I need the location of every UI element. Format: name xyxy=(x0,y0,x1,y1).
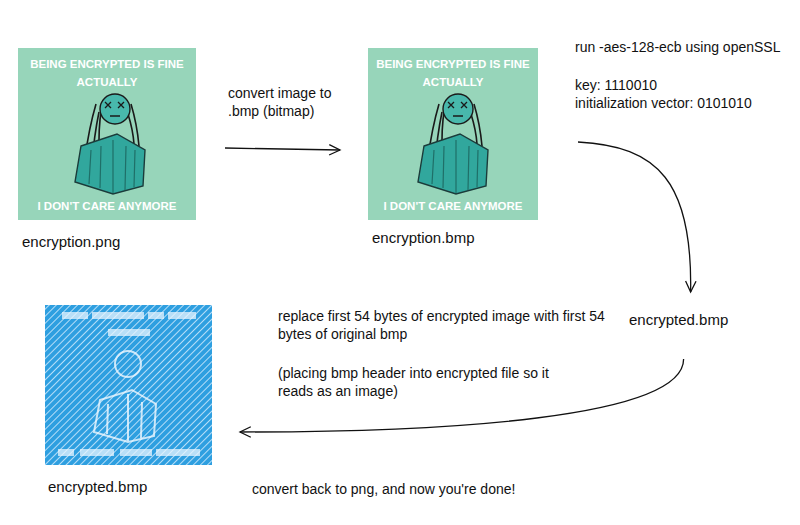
file-label: encrypted.bmp xyxy=(628,311,729,329)
encrypted-image xyxy=(45,305,212,465)
file-caption: encryption.png xyxy=(22,233,120,251)
image-square xyxy=(368,48,538,220)
image-text: BEING ENCRYPTED IS FINE ACTUALLY xyxy=(18,55,196,91)
scrambled-marks xyxy=(58,312,200,456)
encrypted-image-panel: encrypted.bmp xyxy=(45,305,212,465)
arrow-head xyxy=(686,281,696,292)
image-text: I DON'T CARE ANYMORE xyxy=(368,197,538,215)
scrambled-figure xyxy=(94,351,156,442)
flow-arrow xyxy=(240,359,684,432)
figure-drawing xyxy=(75,94,145,194)
key-note: key: 1110010 xyxy=(575,76,657,94)
step-note: (placing bmp header into encrypted file … xyxy=(278,364,550,400)
step-label: replace first 54 bytes of encrypted imag… xyxy=(278,307,613,343)
file-name: encrypted.bmp xyxy=(629,311,728,329)
image-panel: BEING ENCRYPTED IS FINE ACTUALLY I DON'T … xyxy=(18,48,196,220)
image-text: BEING ENCRYPTED IS FINE ACTUALLY xyxy=(368,55,538,91)
image-square xyxy=(18,48,196,220)
image-panel: BEING ENCRYPTED IS FINE ACTUALLY I DON'T … xyxy=(368,48,538,220)
image-text: I DON'T CARE ANYMORE xyxy=(18,197,196,215)
flow-arrow xyxy=(225,148,340,150)
file-caption: encryption.bmp xyxy=(372,229,475,247)
iv-note: initialization vector: 0101010 xyxy=(575,94,752,112)
step-label: run -aes-128-ecb using openSSL xyxy=(575,38,780,56)
arrow-head xyxy=(240,427,251,437)
arrow-head xyxy=(329,145,340,155)
figure-drawing xyxy=(418,94,488,194)
file-caption: encrypted.bmp xyxy=(48,478,147,496)
flow-arrow xyxy=(578,142,691,292)
final-note: convert back to png, and now you're done… xyxy=(252,480,515,498)
step-label: convert image to .bmp (bitmap) xyxy=(228,84,338,120)
